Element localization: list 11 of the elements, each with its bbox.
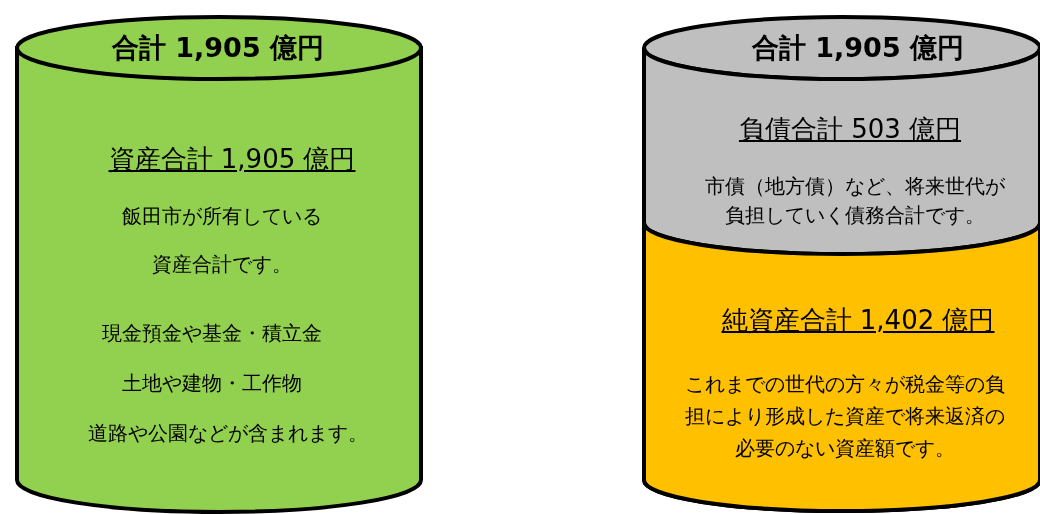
title-text: 負債合計 503 億円 (737, 113, 963, 146)
title-text: 純資産合計 1,402 億円 (720, 304, 996, 337)
description-text: 市債（地方債）など、将来世代が負担していく債務合計です。 (704, 173, 1006, 229)
description-text: 土地や建物・工作物 (121, 370, 303, 397)
heading: 合計 1,905 億円 (110, 31, 326, 65)
description-text: 現金預金や基金・積立金 (101, 320, 323, 347)
description-text: これまでの世代の方々が税金等の負担により形成した資産で将来返済の必要のない資産額です。 (684, 371, 1006, 462)
heading: 合計 1,905 億円 (750, 31, 966, 65)
title-text: 資産合計 1,905 億円 (107, 143, 357, 176)
description-text: 飯田市が所有している資産合計です。 (121, 203, 323, 278)
description-text: 道路や公園などが含まれます。 (87, 420, 369, 447)
